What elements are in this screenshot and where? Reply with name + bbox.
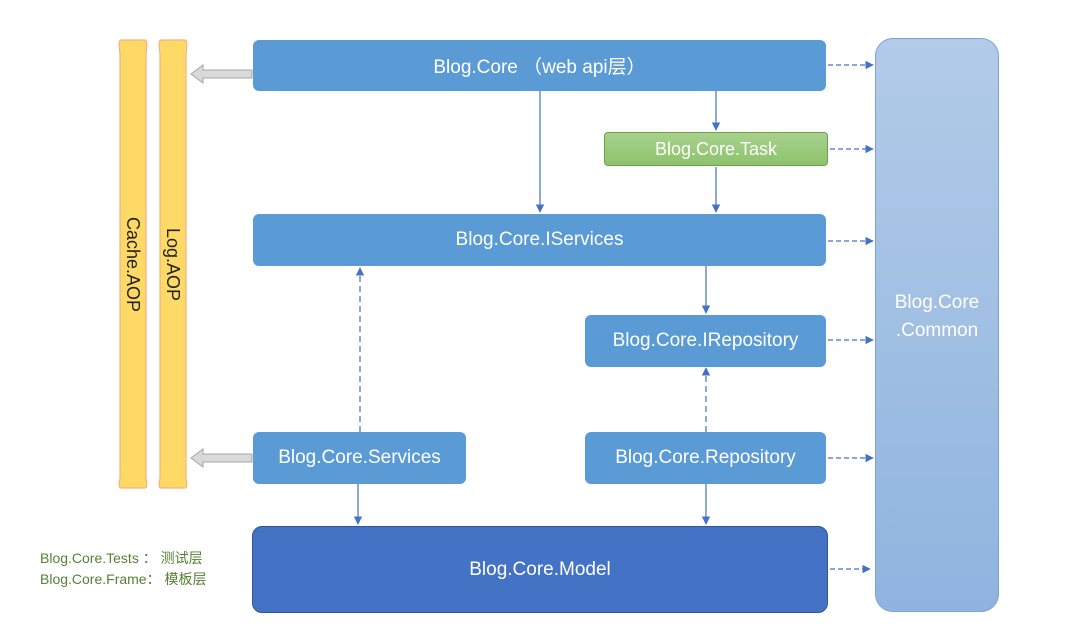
node-task-label: Blog.Core.Task <box>654 138 778 159</box>
node-common-label-line1: Blog.Core <box>894 292 980 313</box>
node-task: Blog.Core.Task <box>604 132 828 166</box>
arrow-services-to-aop <box>190 448 253 468</box>
node-model: Blog.Core.Model <box>252 526 828 613</box>
node-iservices-label: Blog.Core.IServices <box>455 229 624 250</box>
legend-frame: Blog.Core.Frame： 模板层 <box>40 571 207 587</box>
node-repository: Blog.Core.Repository <box>585 432 826 484</box>
node-irepository: Blog.Core.IRepository <box>585 315 826 367</box>
node-common-label-line2: .Common <box>895 320 979 341</box>
log-aop-banner: Log.AOP <box>158 38 188 490</box>
cache-aop-banner: Cache.AOP <box>118 38 148 490</box>
node-iservices: Blog.Core.IServices <box>253 214 826 266</box>
node-webapi-label: Blog.Core （web api层） <box>433 57 646 78</box>
node-services: Blog.Core.Services <box>253 432 466 484</box>
node-model-label: Blog.Core.Model <box>469 558 611 580</box>
legend-tests: Blog.Core.Tests ： 测试层 <box>40 550 203 566</box>
log-aop-label: Log.AOP <box>163 227 184 301</box>
node-webapi: Blog.Core （web api层） <box>253 40 826 91</box>
arrow-webapi-to-aop <box>190 64 253 84</box>
node-repository-label: Blog.Core.Repository <box>615 447 796 468</box>
cache-aop-label: Cache.AOP <box>123 216 144 312</box>
node-services-label: Blog.Core.Services <box>278 447 441 468</box>
node-common: Blog.Core .Common <box>875 38 999 612</box>
node-irepository-label: Blog.Core.IRepository <box>612 330 799 351</box>
